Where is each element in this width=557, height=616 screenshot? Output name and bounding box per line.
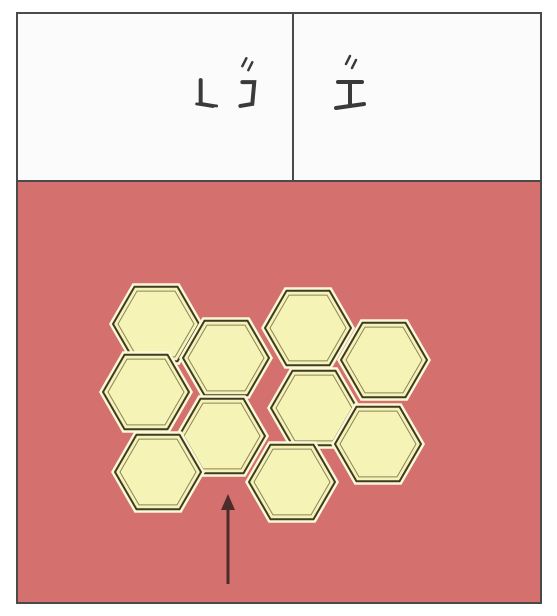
figure-card <box>16 12 542 604</box>
symbol-cell-left <box>18 14 294 180</box>
symbol-cell-right <box>294 14 540 180</box>
symbol-row <box>18 14 540 182</box>
handwritten-glyph-pair-icon <box>18 14 292 180</box>
handwritten-glyph-single-icon <box>294 14 540 180</box>
hexagon-panel <box>18 182 540 602</box>
hexagon-cluster <box>18 182 540 602</box>
